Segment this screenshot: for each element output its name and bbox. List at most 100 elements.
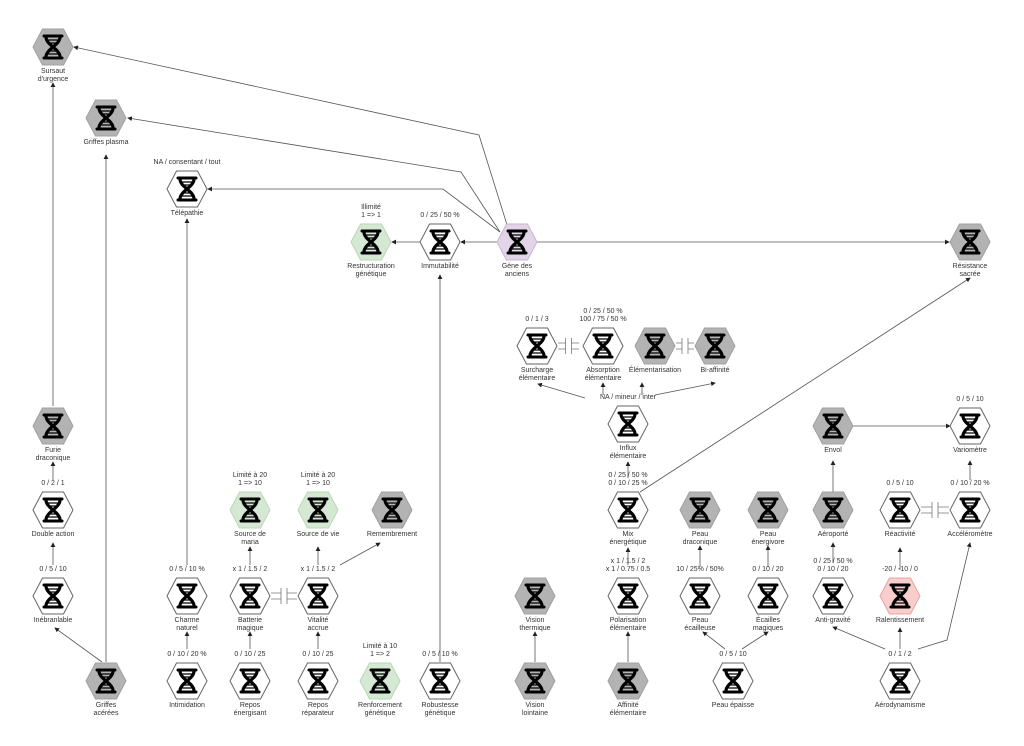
dna-icon [524,583,546,609]
dependency-arrow [702,631,726,650]
skill-levels-annotation: 10 / 25% / 50% [676,566,724,573]
skill-node-intimidation[interactable] [166,662,208,700]
skill-node-ralentissement[interactable] [879,577,921,615]
dna-icon [617,668,639,694]
skill-node-polarisation[interactable] [607,577,649,615]
exclusive-link [271,588,297,604]
skill-label: Absorption élémentaire [584,367,622,382]
skill-label: Inébranlable [33,617,73,624]
dependency-arrow [741,631,769,650]
skill-node-peau-draconique[interactable] [679,491,721,529]
dependency-arrow [207,186,501,233]
skill-node-telepathie[interactable] [166,170,208,208]
skill-node-peau-epaisse[interactable] [712,662,754,700]
skill-node-immutabilite[interactable] [419,223,461,261]
skill-node-mix[interactable] [607,491,649,529]
edge-group [50,45,973,663]
skill-node-remembrement[interactable] [371,491,413,529]
skill-node-biaffinite[interactable] [694,327,736,365]
skill-node-affinite[interactable] [607,662,649,700]
skill-label: Batterie magique [236,617,264,632]
dna-icon [592,333,614,359]
skill-node-double-action[interactable] [32,491,74,529]
dna-icon [822,413,844,439]
exclusive-link [921,502,949,518]
skill-node-resistance[interactable] [949,223,991,261]
skill-node-reactivite[interactable] [879,491,921,529]
skill-levels-annotation: Limité à 20 1 => 10 [232,472,268,487]
skill-node-repos-reparateur[interactable] [297,662,339,700]
dna-icon [360,229,382,255]
skill-levels-annotation: 0 / 10 / 25 [302,651,334,658]
dependency-arrow [127,116,501,233]
dna-icon [42,413,64,439]
skill-node-furie[interactable] [32,407,74,445]
skill-node-vision-lointaine[interactable] [514,662,556,700]
skill-levels-annotation: 0 / 10 / 20 [752,566,784,573]
skill-node-repos-energisant[interactable] [229,662,271,700]
skill-label: Peau draconique [682,531,718,546]
skill-node-inebranlable[interactable] [32,577,74,615]
exclusive-link [558,338,579,354]
dna-icon [822,497,844,523]
skill-levels-annotation: 0 / 5 / 10 [39,566,67,573]
skill-label: Restructuration génétique [347,263,395,278]
skill-node-peau-ecailleuse[interactable] [679,577,721,615]
skill-node-source-mana[interactable] [229,491,271,529]
skill-node-robustesse[interactable] [419,662,461,700]
skill-node-influx[interactable] [607,405,649,443]
skill-node-batterie[interactable] [229,577,271,615]
skill-node-accelerometre[interactable] [949,491,991,529]
dna-icon [239,583,261,609]
skill-node-restructuration[interactable] [350,223,392,261]
skill-label: Source de vie [296,531,340,538]
skill-node-aerodynamisme[interactable] [879,662,921,700]
skill-node-variometre[interactable] [949,407,991,445]
skill-node-vision-thermique[interactable] [514,577,556,615]
dependency-arrow [73,45,509,229]
skill-levels-annotation: 0 / 5 / 10 [719,651,747,658]
skill-node-griffes-acerees[interactable] [85,662,127,700]
skill-node-antigravite[interactable] [812,577,854,615]
dna-icon [42,497,64,523]
dna-icon [617,583,639,609]
skill-label: Vision lointaine [521,702,549,717]
skill-levels-annotation: NA / consentant / tout [153,159,221,166]
skill-levels-annotation: -20 / -10 / 0 [882,566,918,573]
skill-label: Sursaut d'urgence [37,68,69,83]
skill-label: Anti-gravité [815,617,851,624]
skill-node-ecailles[interactable] [747,577,789,615]
skill-node-absorption[interactable] [582,327,624,365]
skill-node-griffes-plasma[interactable] [85,99,127,137]
skill-label: Vision thermique [519,617,551,632]
dna-icon [526,333,548,359]
dna-icon [381,497,403,523]
skill-node-aeroporte[interactable] [812,491,854,529]
skill-node-envol[interactable] [812,407,854,445]
skill-node-peau-energivore[interactable] [747,491,789,529]
skill-label: Charme naturel [174,617,200,632]
skill-label: Robustesse génétique [421,702,459,717]
dna-icon [176,583,198,609]
skill-label: Surcharge élémentaire [518,367,556,382]
skill-node-elementarisation[interactable] [634,327,676,365]
dna-icon [95,668,117,694]
skill-node-vitalite[interactable] [297,577,339,615]
skill-label: Vitalité accrue [307,617,329,632]
skill-label: Réactivité [884,531,916,538]
skill-node-charme[interactable] [166,577,208,615]
skill-levels-annotation: 0 / 1 / 3 [525,316,549,323]
skill-node-sursaut[interactable] [32,28,74,66]
skill-label: Repos réparateur [301,702,335,717]
skill-node-surcharge[interactable] [516,327,558,365]
dna-icon [822,583,844,609]
skill-node-renforcement[interactable] [359,662,401,700]
skill-levels-annotation: 0 / 25 / 50 % 0 / 10 / 25 % [608,472,648,487]
skill-label: Envol [824,447,842,454]
skill-label: Peau énergivore [751,531,785,546]
skill-node-source-vie[interactable] [297,491,339,529]
dependency-arrow [832,626,886,650]
dna-icon [524,668,546,694]
skill-node-gene[interactable] [496,223,538,261]
